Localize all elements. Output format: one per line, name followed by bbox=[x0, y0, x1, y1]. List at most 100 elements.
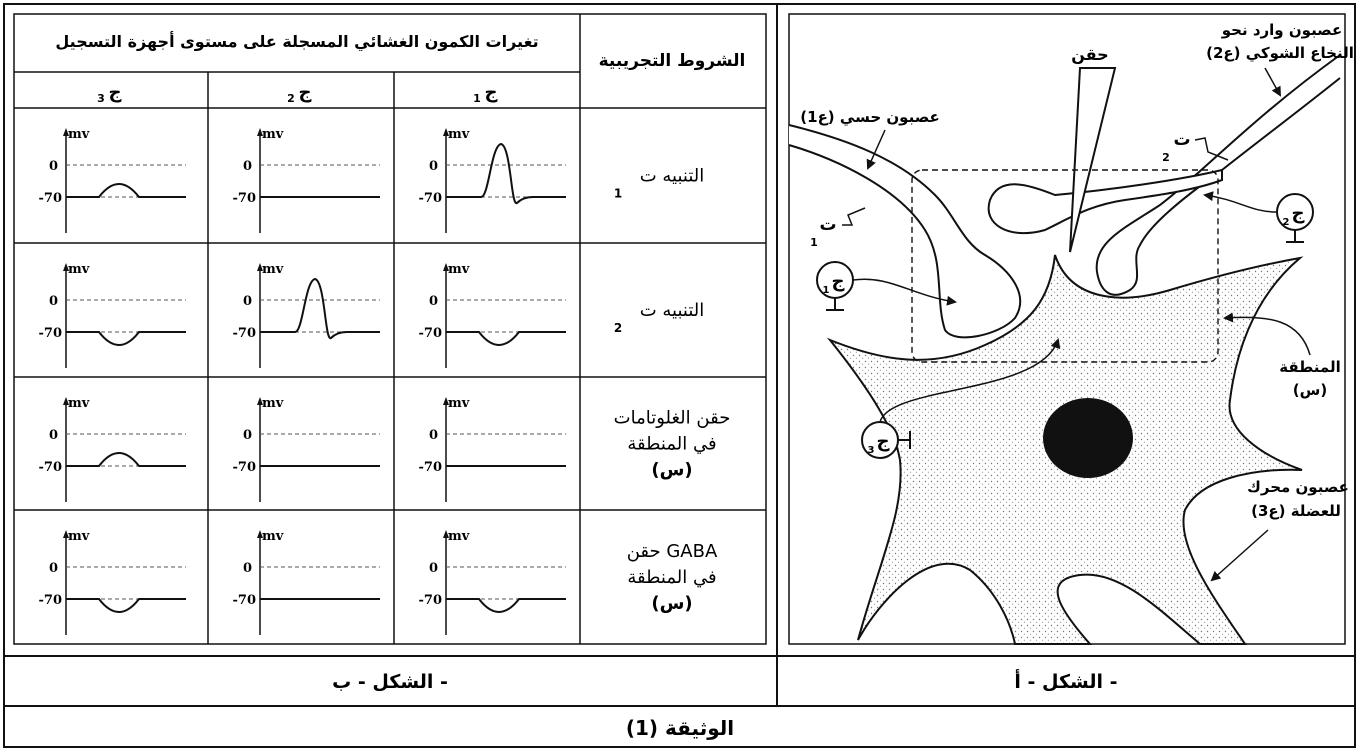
unit-label: mv bbox=[448, 396, 470, 411]
afferent-label-2: النخاع الشوكي (ع2) bbox=[1206, 44, 1354, 62]
stimulus-t2-label: ت bbox=[1173, 130, 1190, 150]
y-axis-arrow bbox=[257, 263, 263, 271]
svg-text:3: 3 bbox=[868, 445, 875, 456]
y-axis-arrow bbox=[63, 263, 69, 271]
y-axis-arrow bbox=[257, 128, 263, 136]
zero-tick: 0 bbox=[49, 428, 58, 443]
nucleus bbox=[1043, 398, 1133, 478]
potential-trace-ipsp bbox=[66, 598, 186, 613]
zero-tick: 0 bbox=[243, 294, 252, 309]
y-axis-arrow bbox=[443, 397, 449, 405]
sensory-neuron-axon bbox=[788, 124, 1022, 339]
unit-label: mv bbox=[448, 127, 470, 142]
graph-row3-j1: mv0-70 bbox=[419, 396, 566, 502]
potential-trace-epsp bbox=[66, 452, 186, 467]
condition-row-1-line-1: التنبيه ت bbox=[640, 166, 705, 187]
potential-trace-ipsp bbox=[446, 331, 566, 346]
figure-b-caption: الشكل - ب - bbox=[332, 671, 448, 693]
svg-text:ج: ج bbox=[877, 431, 890, 452]
figure-b-table bbox=[14, 14, 766, 644]
svg-text:ج: ج bbox=[1292, 203, 1305, 224]
condition-row-4-line-1: حقن GABA bbox=[627, 541, 718, 562]
electrode-j3: ج 3 bbox=[861, 338, 1061, 459]
rest-tick: -70 bbox=[39, 593, 63, 608]
graph-row3-j3: mv0-70 bbox=[39, 396, 186, 502]
column-header-sub: 3 bbox=[97, 92, 105, 105]
figure-a-caption: الشكل - أ - bbox=[1014, 669, 1117, 693]
graph-row1-j1: mv 0 -70 bbox=[419, 127, 566, 233]
electrode-j2: ج 2 bbox=[1203, 191, 1314, 243]
y-axis-arrow bbox=[63, 128, 69, 136]
rest-tick: -70 bbox=[39, 460, 63, 475]
svg-text:2: 2 bbox=[1162, 151, 1170, 164]
potential-trace-epsp bbox=[66, 183, 186, 198]
graph-row4-j1: mv0-70 bbox=[419, 529, 566, 635]
condition-row-3-line-3: (س) bbox=[651, 460, 692, 481]
zero-tick: 0 bbox=[49, 294, 58, 309]
motor-label-2: للعضلة (ع3) bbox=[1251, 502, 1341, 520]
graph-row4-j3: mv0-70 bbox=[39, 529, 186, 635]
condition-row-3-line-1: حقن الغلوتامات bbox=[614, 408, 731, 429]
graph-row3-j2: mv 0 -70 bbox=[233, 396, 380, 502]
rest-tick: -70 bbox=[233, 460, 257, 475]
svg-text:1: 1 bbox=[810, 236, 818, 249]
unit-label: mv bbox=[448, 262, 470, 277]
unit-label: mv bbox=[262, 396, 284, 411]
stimulus-t2-mark bbox=[1194, 137, 1229, 161]
y-axis-arrow bbox=[63, 530, 69, 538]
rest-tick: -70 bbox=[39, 191, 63, 206]
rest-tick: -70 bbox=[39, 326, 63, 341]
zero-tick: 0 bbox=[429, 294, 438, 309]
condition-row-4-line-3: (س) bbox=[651, 593, 692, 614]
y-axis-arrow bbox=[257, 397, 263, 405]
header-conditions: الشروط التجريبية bbox=[599, 51, 746, 71]
rest-tick: -70 bbox=[419, 326, 443, 341]
sensory-label: عصبون حسي (ع1) bbox=[800, 108, 939, 126]
graph-row4-j2: mv0-70 bbox=[233, 529, 380, 635]
rest-tick: -70 bbox=[419, 460, 443, 475]
graph-row2-j1: mv 0 -70 bbox=[419, 262, 566, 368]
column-header-sub: 1 bbox=[473, 92, 481, 105]
unit-label: mv bbox=[68, 262, 90, 277]
unit-label: mv bbox=[448, 529, 470, 544]
zero-tick: 0 bbox=[429, 159, 438, 174]
zero-tick: 0 bbox=[243, 159, 252, 174]
rest-tick: -70 bbox=[233, 593, 257, 608]
unit-label: mv bbox=[262, 262, 284, 277]
potential-trace-ipsp bbox=[446, 598, 566, 613]
zero-tick: 0 bbox=[429, 561, 438, 576]
graph-row2-j2: mv 0 -70 bbox=[233, 262, 380, 368]
unit-label: mv bbox=[262, 127, 284, 142]
stimulus-t1-label: ت bbox=[819, 215, 836, 235]
zero-tick: 0 bbox=[243, 561, 252, 576]
header-recordings: تغيرات الكمون الغشائي المسجلة على مستوى … bbox=[55, 31, 538, 52]
zero-tick: 0 bbox=[49, 159, 58, 174]
potential-graphs: mv 0 -70 mv 0 -70 mv 0 -70 mv 0 -70 mv 0 -70 mv 0 -70 mv 0 -… bbox=[39, 127, 566, 635]
electrode-j1: ج 1 bbox=[816, 261, 957, 311]
region-label-2: (س) bbox=[1293, 381, 1327, 399]
figure-a: ج 1 ج 2 ج 3 ت 1 ت 2 حقن عصبون وارد نحو bbox=[788, 21, 1354, 645]
column-header-j3: ج bbox=[109, 82, 122, 103]
potential-trace-action_potential bbox=[446, 142, 566, 205]
column-header-j1: ج bbox=[485, 82, 498, 103]
svg-text:1: 1 bbox=[823, 285, 830, 296]
zero-tick: 0 bbox=[243, 428, 252, 443]
unit-label: mv bbox=[68, 127, 90, 142]
y-axis-arrow bbox=[63, 397, 69, 405]
document-title: الوثيقة (1) bbox=[626, 716, 734, 740]
condition-row-4-line-2: في المنطقة bbox=[627, 567, 716, 588]
condition-row-1-sub: 1 bbox=[614, 187, 622, 201]
y-axis-arrow bbox=[443, 263, 449, 271]
potential-trace-action_potential bbox=[260, 277, 380, 340]
graph-row1-j3: mv 0 -70 bbox=[39, 127, 186, 233]
rest-tick: -70 bbox=[233, 191, 257, 206]
svg-text:ج: ج bbox=[832, 271, 845, 292]
rest-tick: -70 bbox=[233, 326, 257, 341]
injection-label: حقن bbox=[1071, 45, 1108, 64]
region-label-1: المنطقة bbox=[1279, 358, 1340, 376]
condition-row-2-sub: 2 bbox=[614, 321, 622, 335]
rest-tick: -70 bbox=[419, 191, 443, 206]
